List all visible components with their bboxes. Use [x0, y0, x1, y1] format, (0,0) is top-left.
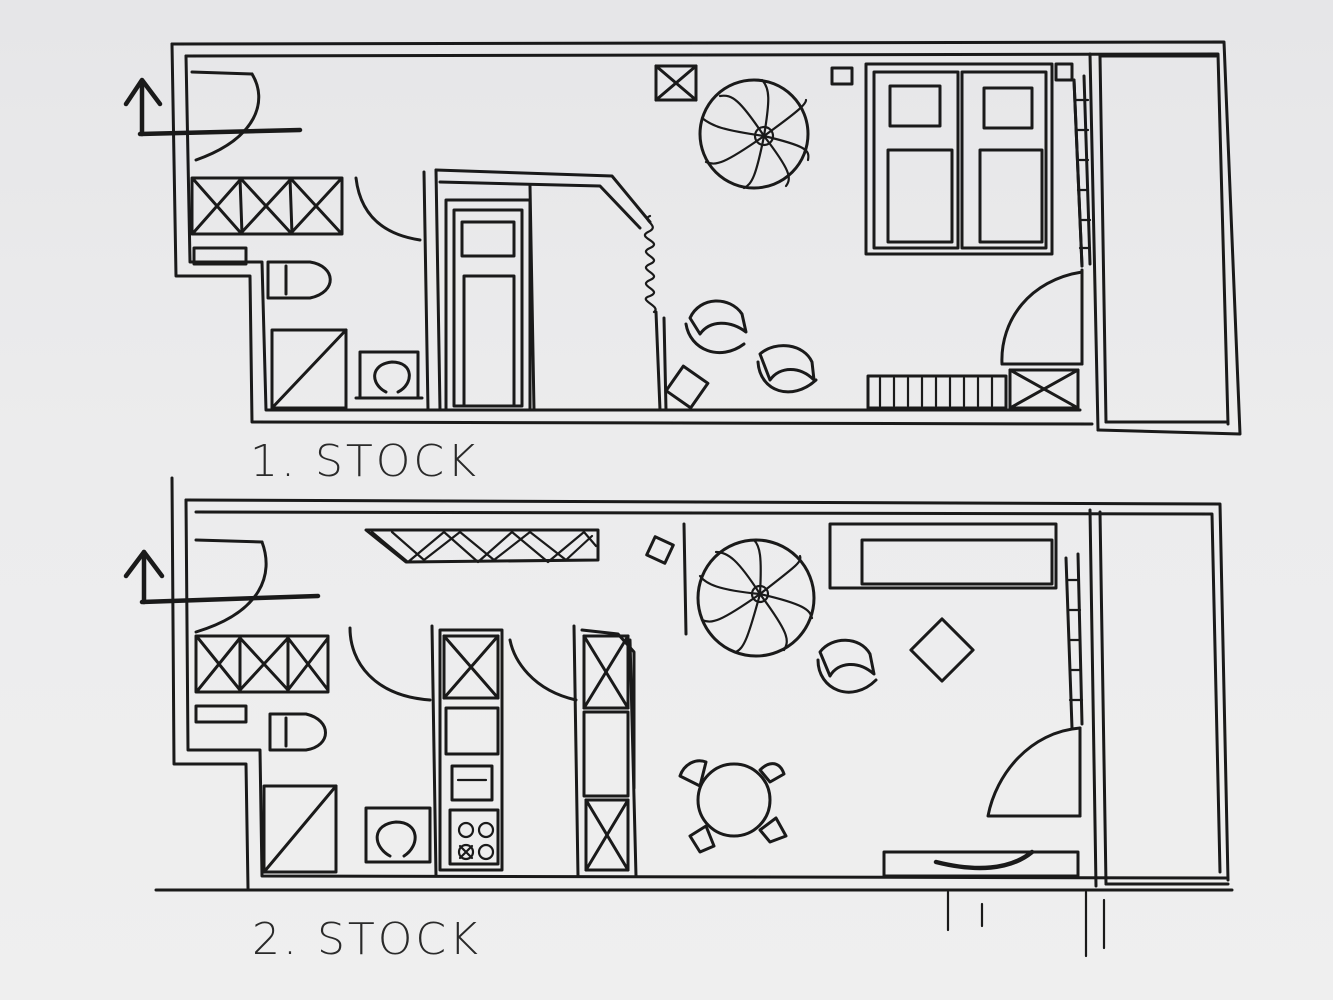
floor-2-kitchen-counter-left	[438, 628, 504, 872]
floor-2-wall-shelf	[364, 528, 600, 564]
floor-1-label: 1. STOCK	[250, 436, 479, 487]
floor-2-coffee-table	[909, 617, 975, 683]
floor-2-sideboard	[882, 849, 1080, 878]
floor-2-toilet	[268, 712, 327, 752]
floor-2-entrance-arrow	[123, 549, 321, 605]
floor-2-ladder	[1064, 552, 1084, 730]
floor-2-bath-door	[348, 626, 432, 702]
floor-2-kitchen-door	[508, 638, 578, 702]
floor-1-toilet	[266, 260, 332, 300]
floor-1-walls	[170, 40, 1242, 436]
floor-2-walls	[154, 476, 1234, 958]
floor-1-washbasin	[354, 350, 424, 400]
floor-1-entry-door	[190, 70, 261, 162]
floor-1-shower	[270, 328, 348, 410]
floor-2-wardrobe	[194, 634, 330, 694]
floor-2-dining-table	[678, 759, 788, 854]
floor-1-spiral-stair	[698, 78, 810, 190]
floor-2-spiral-stair	[696, 538, 816, 658]
floor-1-wardrobe	[190, 176, 344, 236]
floor-1-armchair-a	[684, 299, 748, 355]
floor-1-plan	[123, 40, 1242, 436]
floor-1-small-box	[830, 66, 854, 86]
floor-1-curtain	[644, 214, 657, 314]
floor-1-nightstand	[1054, 62, 1074, 82]
floor-2-armchair	[816, 638, 878, 694]
floor-1-armchair-b	[756, 344, 818, 394]
floor-2-shelf	[194, 704, 248, 724]
floor-2-small-box	[645, 535, 675, 565]
floor-1-entrance-arrow	[123, 77, 303, 137]
floor-1-storage-box	[1008, 368, 1080, 410]
floor-1-closet-divider	[528, 184, 536, 412]
floor-1-plant-box	[654, 64, 698, 102]
floor-2-plan	[123, 476, 1234, 958]
floor-1-ladder	[1072, 74, 1092, 268]
floor-2-entry-door	[194, 538, 268, 634]
floor-1-bath-door	[354, 176, 422, 242]
floor-2-sofa	[828, 522, 1058, 590]
floor-2-room-door	[986, 726, 1082, 818]
floor-2-washbasin	[364, 806, 432, 864]
floor-1-bedroom-door	[1000, 268, 1084, 366]
floor-1-shelf	[192, 246, 248, 266]
floor-1-double-bed	[864, 62, 1054, 256]
floor-2-kitchen-counter-right	[580, 628, 636, 872]
floor-1-single-bed	[444, 198, 532, 412]
floor-1-bench	[866, 374, 1008, 410]
floor-2-label: 2. STOCK	[252, 914, 481, 965]
floor-2-shower	[262, 784, 338, 874]
floor-1-side-table	[664, 364, 710, 410]
